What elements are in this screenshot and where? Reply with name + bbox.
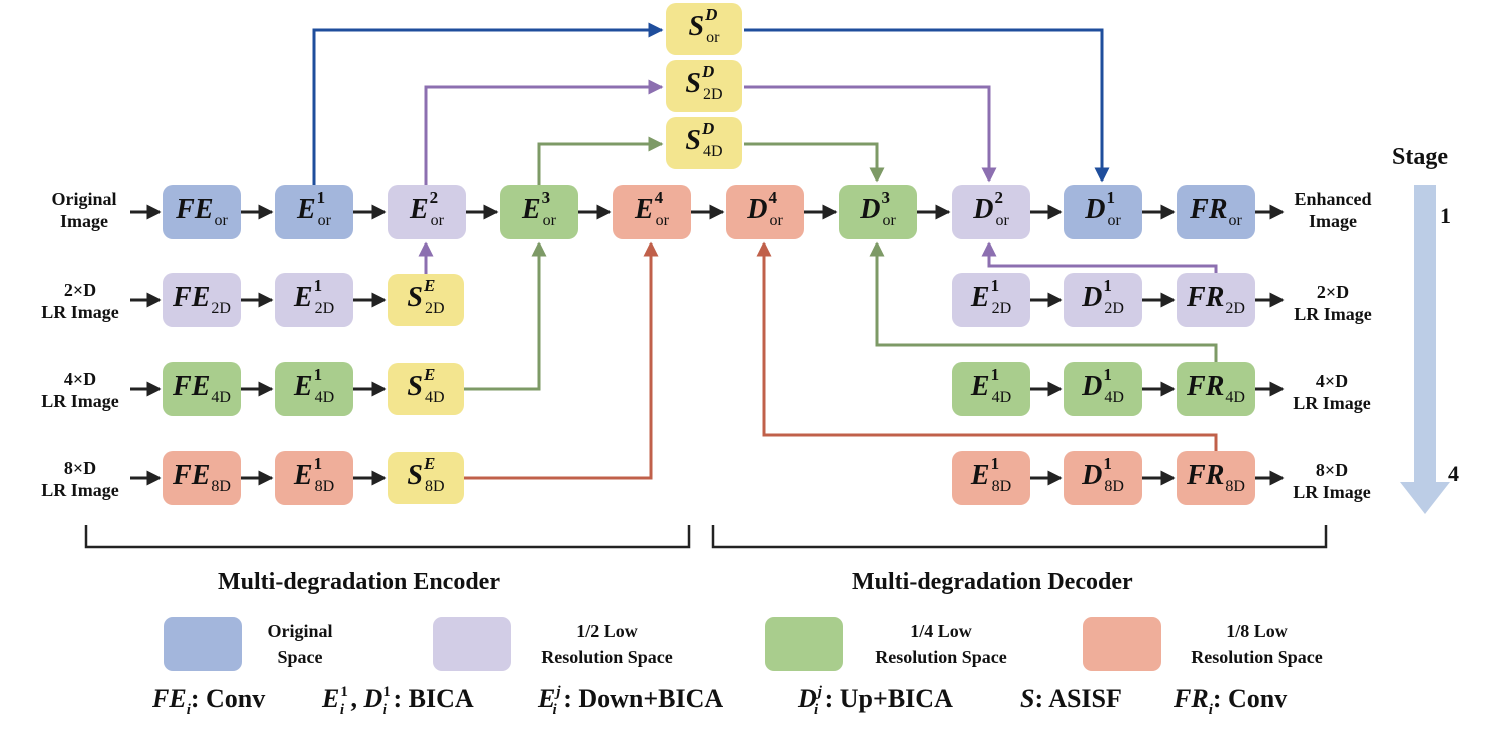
red-fusion-feed	[464, 241, 659, 480]
node-fe-or: FEor	[163, 185, 241, 239]
definition-fr: FRi: Conv	[1174, 684, 1288, 718]
legend-swatch-original	[164, 617, 242, 671]
stage-first: 1	[1440, 203, 1451, 228]
green-skip-connection	[537, 136, 664, 185]
stage-title: Stage	[1392, 144, 1448, 170]
definition-ej: Eji : Down+BICA	[538, 684, 724, 718]
encoder-title: Multi-degradation Encoder	[218, 569, 500, 595]
decoder-row-arrows	[1030, 292, 1285, 486]
definition-fe: FEi: Conv	[152, 684, 266, 718]
purple-return-feed	[981, 241, 1218, 273]
stage-last: 4	[1448, 461, 1459, 486]
definition-dj: Dji : Up+BICA	[798, 684, 953, 718]
red-return-feed	[756, 241, 1218, 451]
decoder-brace	[711, 525, 1328, 549]
encoder-brace	[84, 525, 691, 549]
legend-swatch-eighth	[1083, 617, 1161, 671]
definition-s: S: ASISF	[1020, 684, 1122, 713]
legend-swatch-half	[433, 617, 511, 671]
green-skip-out	[744, 142, 885, 183]
node-fr-4d: FR4D	[1177, 362, 1255, 416]
green-return-feed	[869, 241, 1218, 362]
stage-arrow	[1400, 185, 1450, 514]
definition-e1-d1: E1i , D1i : BICA	[322, 684, 474, 718]
node-fr-8d: FR8D	[1177, 451, 1255, 505]
decoder-title: Multi-degradation Decoder	[852, 569, 1133, 595]
node-fe-4d: FE4D	[163, 362, 241, 416]
green-fusion-feed	[464, 241, 547, 391]
encoder-row-arrows	[130, 292, 387, 486]
node-fr-or: FRor	[1177, 185, 1255, 239]
node-fe-2d: FE2D	[163, 273, 241, 327]
purple-skip-connection	[424, 79, 664, 185]
node-fr-2d: FR2D	[1177, 273, 1255, 327]
purple-skip-out	[744, 85, 997, 183]
blue-skip-connection	[312, 22, 664, 185]
blue-skip-out	[744, 28, 1110, 183]
legend-swatch-quarter	[765, 617, 843, 671]
node-fe-8d: FE8D	[163, 451, 241, 505]
